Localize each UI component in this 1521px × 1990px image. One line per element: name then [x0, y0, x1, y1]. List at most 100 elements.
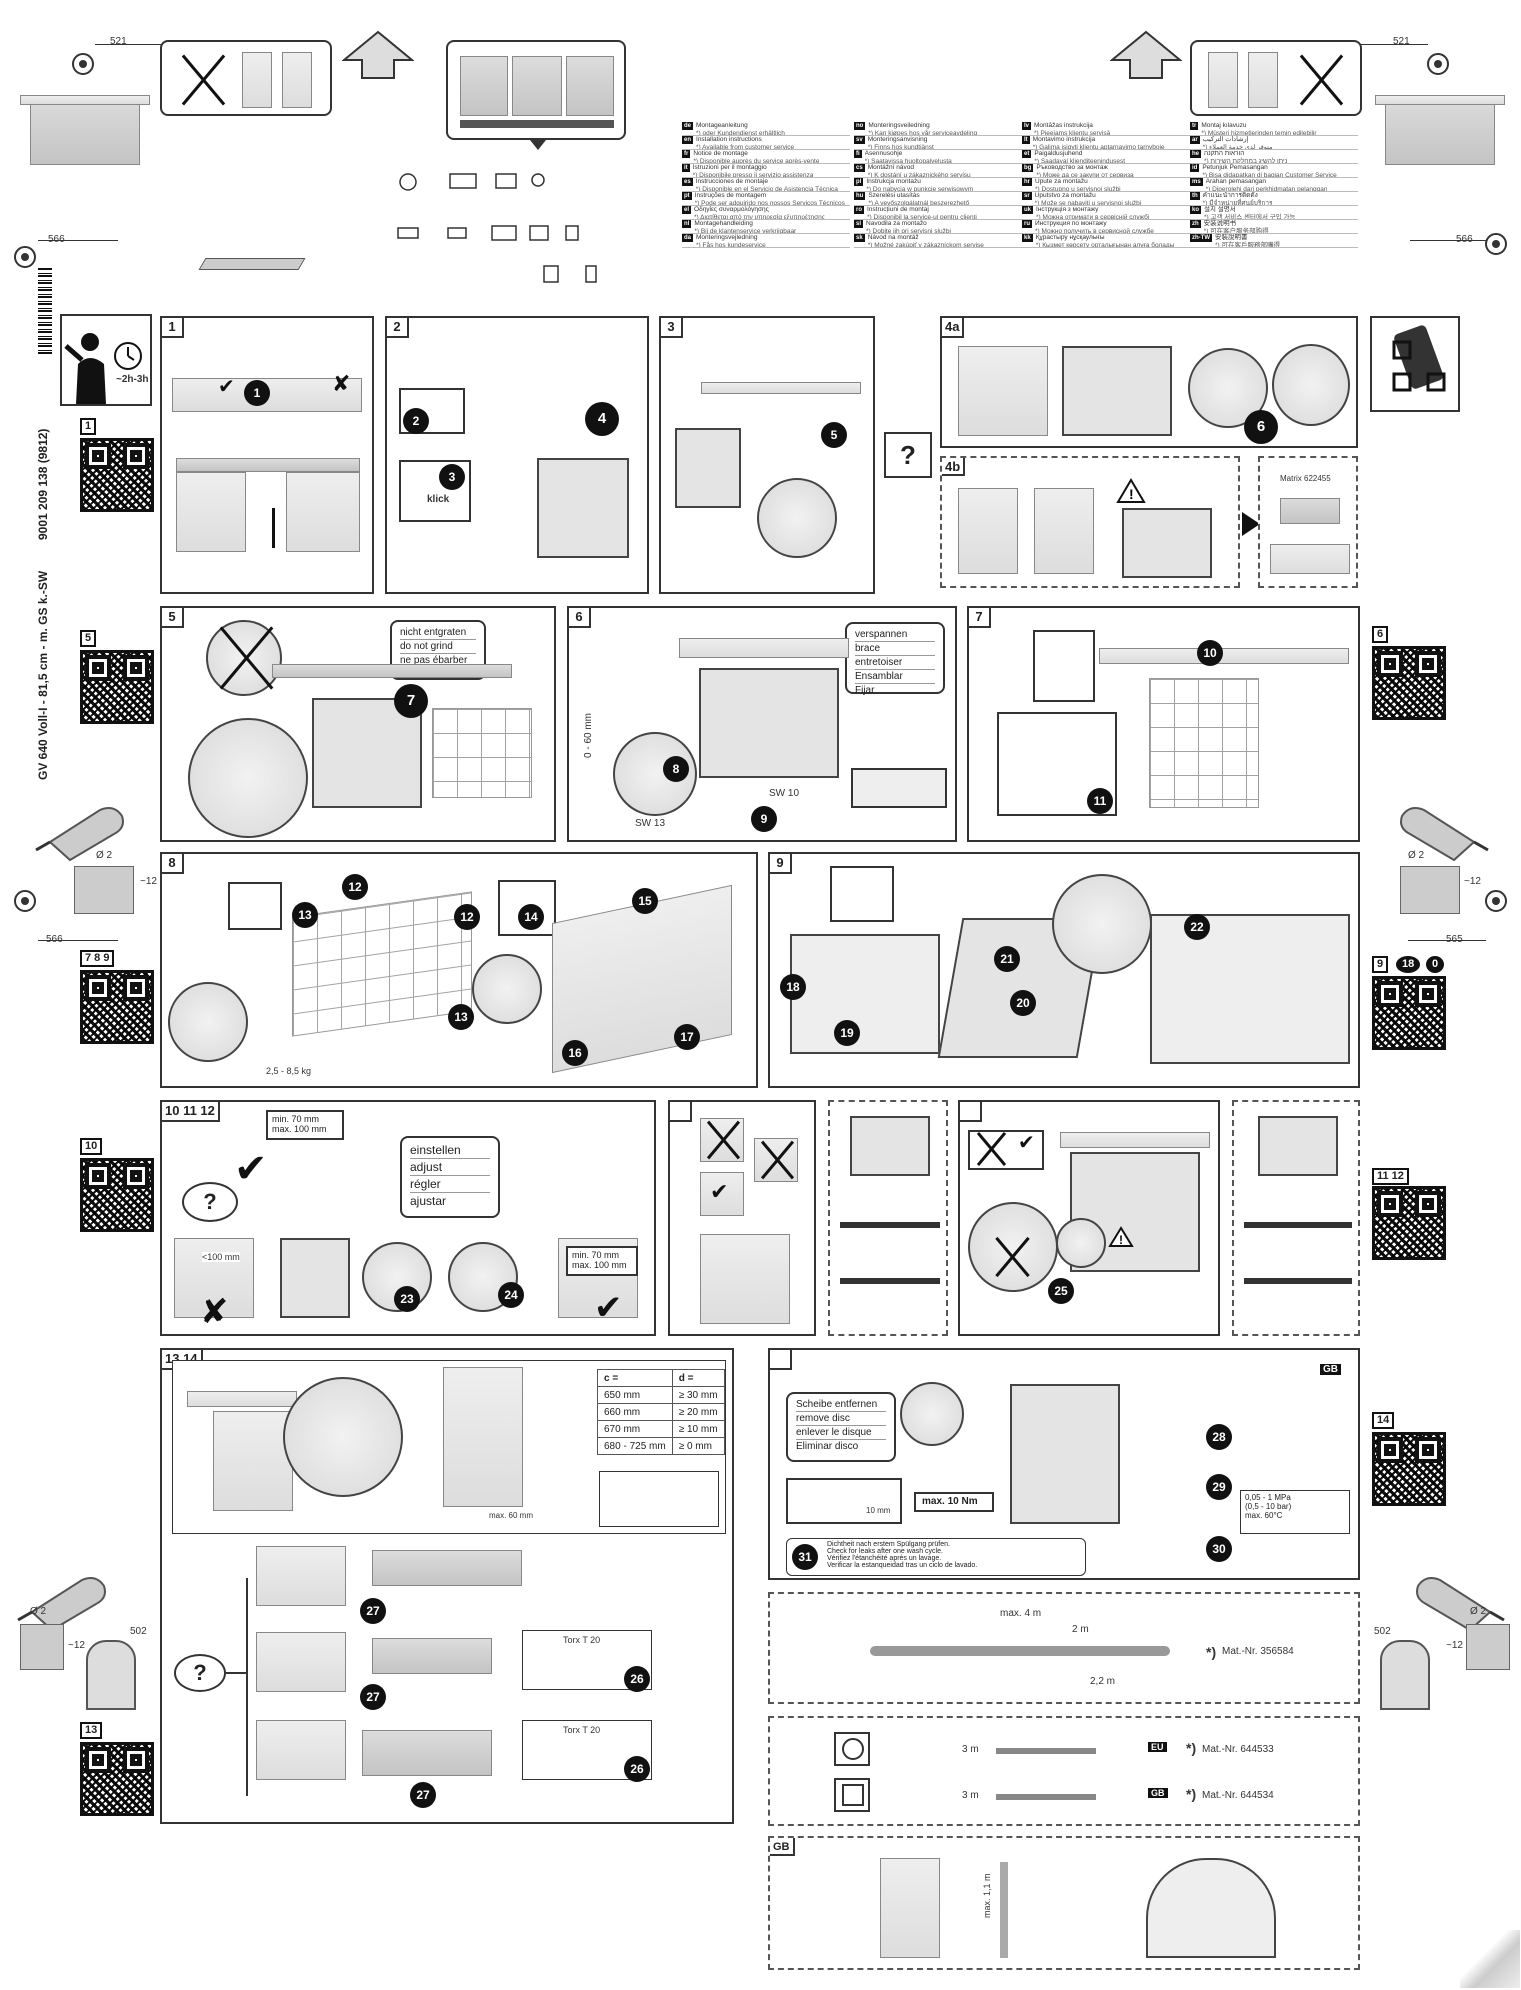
adjust-label-line: régler — [410, 1176, 490, 1193]
click-label: klick — [427, 494, 450, 505]
step-marker-19: 19 — [834, 1020, 860, 1046]
language-title-text: Instrukcja montażu — [866, 178, 921, 185]
smartphone-icon — [1392, 325, 1446, 392]
step-marker-13: 13 — [292, 902, 318, 928]
step-marker-25: 25 — [1048, 1278, 1074, 1304]
language-title: Інструкція з монтажу*) Можна отримати в … — [1036, 206, 1149, 219]
max-distance: max. 100 mm — [272, 1124, 327, 1134]
step-marker-5: 5 — [821, 422, 847, 448]
check-mark-icon: ✔ — [1018, 1130, 1035, 1154]
language-tag: fi — [854, 150, 862, 158]
dimension-line — [95, 44, 165, 45]
detail-box — [830, 866, 894, 922]
language-title: Monteringsanvisning*) Finns hos kundtjän… — [868, 136, 934, 149]
language-title: Arahan pemasangan*) Diperolehi dari perk… — [1205, 178, 1328, 191]
step-marker-18: 18 — [780, 974, 806, 1000]
language-tag: nl — [682, 220, 692, 228]
warning-label-line: do not grind — [400, 640, 476, 654]
language-footnote: *) Može se nabaviti u servisnoj službi — [1034, 200, 1142, 206]
wrench-size: SW 10 — [769, 788, 800, 799]
qr-code[interactable] — [1372, 1432, 1446, 1506]
drain-pipe — [1000, 1862, 1008, 1958]
language-tag: lv — [1022, 122, 1032, 130]
language-tag: sk — [854, 234, 865, 242]
frame-part — [1270, 544, 1350, 574]
brace-label-line: entretoiser — [855, 656, 935, 670]
step-panel-11-detail — [828, 1100, 948, 1336]
qr-code[interactable] — [80, 1742, 154, 1816]
drill-diameter: Ø 2 — [96, 850, 113, 861]
panel-illustration — [282, 52, 312, 108]
language-title: Upute za montažu*) Dostupno u servisnoj … — [1035, 178, 1121, 191]
qr-code[interactable] — [80, 438, 154, 512]
language-title: Instrucțiuni de montaj*) Disponibil la s… — [867, 206, 977, 219]
qr-label: 5 — [80, 630, 97, 647]
drain-hose-panel: max. 4 m 2 m 2,2 m *) Mat.-Nr. 356584 — [768, 1592, 1360, 1704]
qr-code[interactable] — [1372, 1186, 1446, 1260]
panel-illustration — [1248, 52, 1278, 108]
language-footnote: *) Διατίθεται από την υπηρεσία εξυπηρέτη… — [694, 214, 825, 220]
qr-code[interactable] — [80, 970, 154, 1044]
cabinet-niche — [176, 472, 246, 552]
front-panel-grid — [1149, 678, 1259, 808]
drill-icon — [1394, 790, 1494, 870]
niche — [1034, 488, 1094, 574]
detail-box — [228, 882, 282, 930]
qr-code[interactable] — [1372, 646, 1446, 720]
language-title-text: Οδηγίες συναρμολόγησης — [694, 206, 769, 213]
countertop — [176, 458, 360, 472]
eu-socket-icon — [834, 1732, 870, 1766]
max-depth: max. 60 mm — [489, 1511, 534, 1520]
detail-zoom — [1052, 874, 1152, 974]
rail — [840, 1222, 940, 1228]
qr-code[interactable] — [80, 1158, 154, 1232]
countertop — [701, 382, 861, 394]
front-panel-grid — [292, 891, 472, 1037]
dimension-box: min. 70 mm max. 100 mm — [266, 1110, 344, 1140]
qr-label: 7 8 9 — [80, 950, 115, 967]
language-footnote: *) Bisa didapatkan di bagian Customer Se… — [1202, 172, 1337, 178]
cabinet — [213, 1411, 293, 1511]
niche-dimensions — [958, 346, 1048, 436]
language-title: 安裝說明書*) 可在客戶服務部購得 — [1215, 234, 1280, 247]
hint-box-top-right — [1190, 40, 1362, 116]
language-title: Instrucciones de montaje*) Disponible en… — [696, 178, 838, 191]
matrix-reference: Matrix 622455 — [1280, 474, 1331, 483]
min-distance: min. 70 mm — [272, 1114, 320, 1124]
asterisk: *) — [1186, 1786, 1197, 1802]
language-title: إرشادات التركيب*) متوفر لدى خدمة العملاء — [1202, 136, 1273, 150]
language-footnote: *) Kan kjøpes hos vår serviceavdeling — [868, 130, 978, 136]
remove-disc-line: remove disc — [796, 1412, 886, 1426]
step-panel-4b: 4b ! — [940, 456, 1240, 588]
dimension-mid-right: 566 — [1456, 234, 1473, 245]
cabinet — [460, 56, 508, 116]
language-tag: he — [1190, 150, 1202, 158]
language-title: Οδηγίες συναρμολόγησης*) Διατίθεται από … — [694, 206, 825, 220]
hose-orientation-box: 10 mm — [786, 1478, 902, 1524]
qr-code[interactable] — [1372, 976, 1446, 1050]
table-row: 650 mm≥ 30 mm — [597, 1386, 725, 1404]
step-marker-12: 12 — [454, 904, 480, 930]
wrench-size: SW 13 — [635, 818, 666, 829]
language-footnote: *) มีจำหน่ายที่ศูนย์บริการ — [1202, 200, 1273, 206]
language-title: Installation instructions*) Available fr… — [696, 136, 794, 149]
detail-zoom — [188, 718, 308, 838]
language-title-text: Montageanleitung — [696, 122, 748, 129]
qr-label: 0 — [1426, 956, 1445, 973]
dimension-low-left: 566 — [46, 934, 63, 945]
language-title-text: Arahan pemasangan — [1205, 178, 1267, 185]
table-cell: ≥ 0 mm — [671, 1437, 725, 1455]
language-footnote: *) K dostání u zákaznického servisu — [867, 172, 971, 178]
language-footnote: *) متوفر لدى خدمة العملاء — [1202, 144, 1273, 150]
language-title: Ръководство за монтаж*) Може да се закуп… — [1036, 164, 1133, 177]
language-title-text: Uputstvo za montažu — [1034, 192, 1096, 199]
frame-part — [1280, 498, 1340, 524]
qr-code[interactable] — [80, 650, 154, 724]
